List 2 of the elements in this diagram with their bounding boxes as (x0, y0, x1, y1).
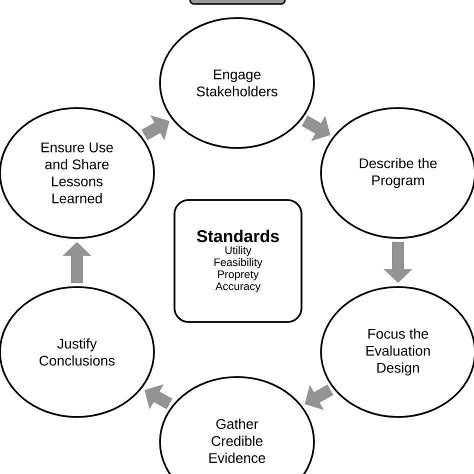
standards-box: Standards Utility Feasibility Proprety Accuracy (174, 199, 302, 323)
block-arrow (142, 115, 170, 140)
